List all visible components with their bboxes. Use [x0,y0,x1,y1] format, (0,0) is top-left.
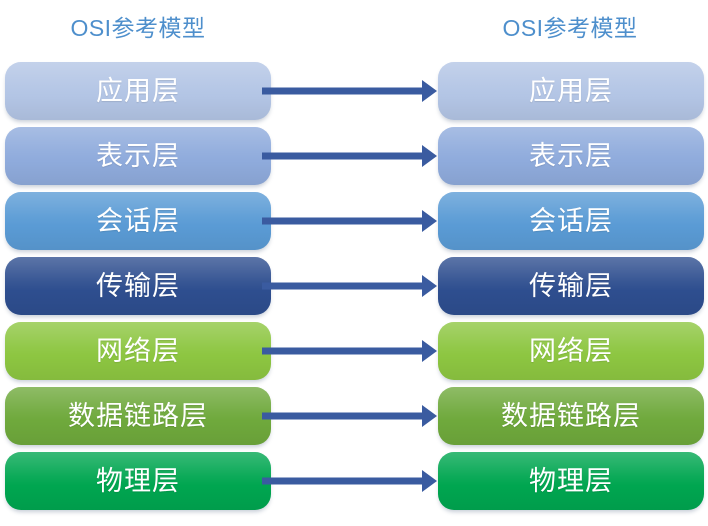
layer-box[interactable]: 网络层 [5,322,271,380]
connector-arrow [262,210,437,232]
layer-label: 应用层 [96,76,180,106]
layer-label: 数据链路层 [68,401,208,431]
layer-box[interactable]: 数据链路层 [438,387,704,445]
layer-box[interactable]: 网络层 [438,322,704,380]
layer-box[interactable]: 数据链路层 [5,387,271,445]
left-layer-stack: 应用层表示层会话层传输层网络层数据链路层物理层 [5,62,271,510]
layer-label: 物理层 [529,466,613,496]
layer-box[interactable]: 表示层 [438,127,704,185]
connector-arrow [262,340,437,362]
layer-box[interactable]: 会话层 [438,192,704,250]
layer-label: 传输层 [96,271,180,301]
layer-label: 表示层 [96,141,180,171]
layer-label: 会话层 [96,206,180,236]
connector-arrow [262,275,437,297]
layer-label: 物理层 [96,466,180,496]
layer-box[interactable]: 物理层 [5,452,271,510]
layer-label: 数据链路层 [501,401,641,431]
layer-label: 会话层 [529,206,613,236]
layer-label: 网络层 [96,336,180,366]
layer-box[interactable]: 物理层 [438,452,704,510]
layer-label: 传输层 [529,271,613,301]
right-layer-stack: 应用层表示层会话层传输层网络层数据链路层物理层 [438,62,704,510]
connector-arrow [262,470,437,492]
layer-box[interactable]: 传输层 [5,257,271,315]
layer-label: 网络层 [529,336,613,366]
connector-arrow [262,80,437,102]
layer-label: 应用层 [529,76,613,106]
connector-arrow [262,145,437,167]
right-column-title: OSI参考模型 [502,15,638,41]
connector-arrow [262,405,437,427]
layer-box[interactable]: 表示层 [5,127,271,185]
layer-box[interactable]: 应用层 [438,62,704,120]
left-column-title: OSI参考模型 [70,15,206,41]
layer-box[interactable]: 传输层 [438,257,704,315]
layer-label: 表示层 [529,141,613,171]
layer-box[interactable]: 会话层 [5,192,271,250]
layer-box[interactable]: 应用层 [5,62,271,120]
